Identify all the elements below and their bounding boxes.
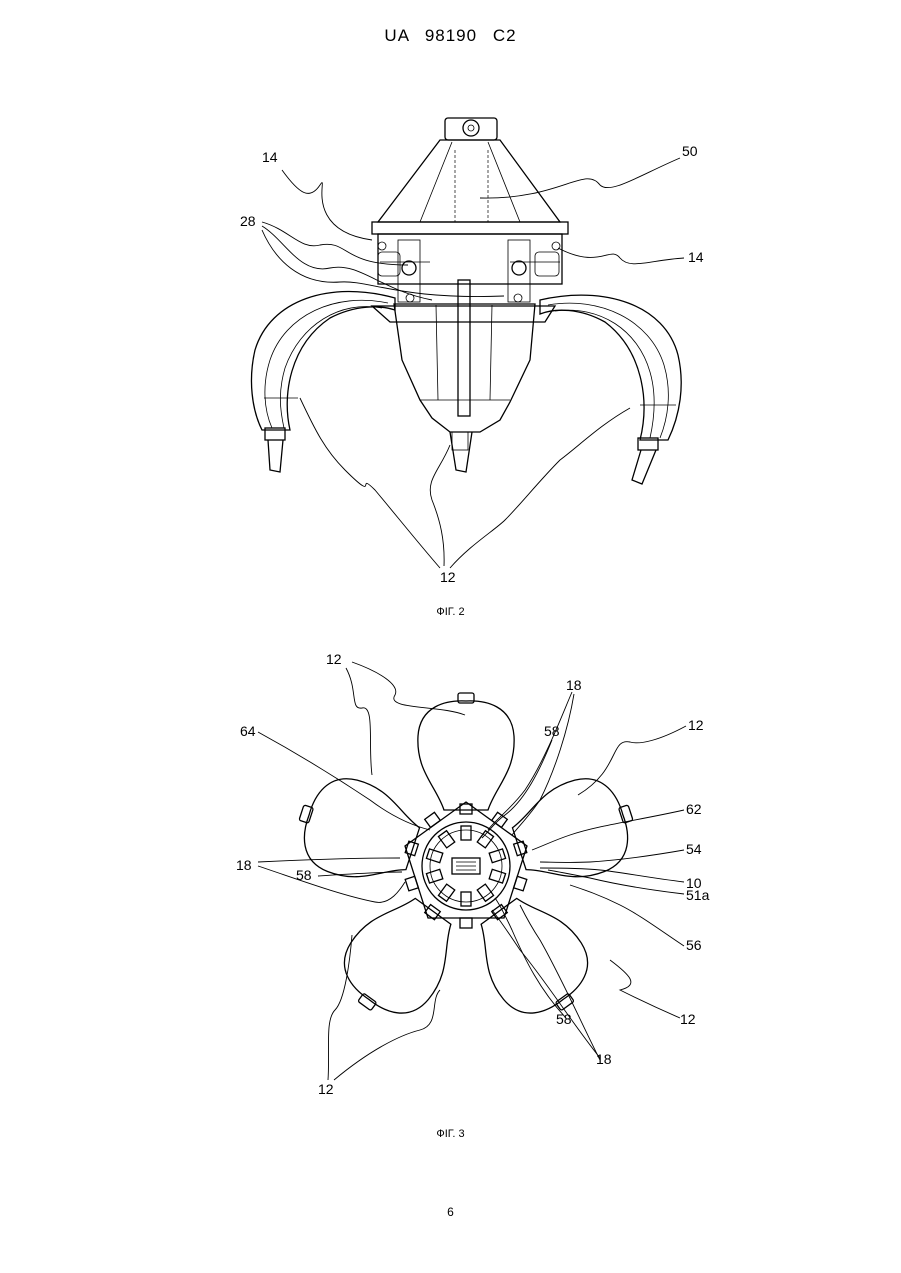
- label-62: 62: [686, 801, 702, 817]
- leader-12-right: [578, 726, 686, 795]
- label-18-left: 18: [236, 857, 252, 873]
- leader-12-b: [430, 445, 450, 566]
- leader-28-b: [262, 226, 432, 300]
- figure-3-caption: ФІГ. 3: [0, 1128, 901, 1140]
- figure-3-drawing: 12 18 58 12 64 62 54 18 58 10 51a 56 12 …: [0, 640, 901, 1120]
- page-number: 6: [0, 1205, 901, 1219]
- label-64: 64: [240, 723, 256, 739]
- leader-50: [480, 158, 680, 198]
- leader-51a: [548, 870, 684, 894]
- label-58-left: 58: [296, 867, 312, 883]
- leader-54: [540, 850, 684, 862]
- figure-2-drawing: 14 50 28 14 12: [0, 100, 901, 600]
- leader-18-left-a: [258, 858, 400, 862]
- label-51a: 51a: [686, 887, 710, 903]
- hub-assembly-10: [405, 802, 527, 918]
- label-12: 12: [440, 569, 456, 585]
- leader-18-bottom-a: [492, 910, 600, 1058]
- right-tine-12: [540, 295, 681, 484]
- leader-64: [258, 732, 430, 830]
- leader-18-top-b: [512, 694, 574, 835]
- upper-frame-50: [372, 140, 568, 234]
- label-12-lower-right: 12: [680, 1011, 696, 1027]
- leader-12-top: [352, 662, 465, 715]
- label-54: 54: [686, 841, 702, 857]
- label-18-top: 18: [566, 677, 582, 693]
- leader-62: [532, 810, 684, 850]
- label-56: 56: [686, 937, 702, 953]
- left-tine-12: [251, 291, 395, 472]
- leader-14-right: [558, 248, 684, 264]
- suspension-eye: [445, 118, 497, 140]
- central-body: [372, 280, 555, 472]
- label-58-top: 58: [544, 723, 560, 739]
- leader-12-bottom-a: [328, 935, 352, 1080]
- leader-58-bottom: [495, 898, 566, 1018]
- label-12-top: 12: [326, 651, 342, 667]
- leader-12-lowerright: [610, 960, 680, 1018]
- leader-56: [570, 885, 684, 946]
- leader-28-a: [262, 222, 408, 265]
- label-14-right: 14: [688, 249, 704, 265]
- leader-12-a: [300, 398, 440, 568]
- label-28: 28: [240, 213, 256, 229]
- leader-18-bottom-b: [520, 905, 600, 1060]
- leader-12-topleft: [346, 668, 372, 775]
- document-number: UA 98190 C2: [0, 26, 901, 46]
- leader-14-left: [282, 170, 372, 240]
- label-14-left: 14: [262, 149, 278, 165]
- label-18-bottom: 18: [596, 1051, 612, 1067]
- leader-18-top-a: [488, 692, 572, 830]
- label-58-bottom: 58: [556, 1011, 572, 1027]
- figure-2-caption: ФІГ. 2: [0, 606, 901, 618]
- leader-18-left-b: [258, 866, 405, 902]
- tine-petals-12: [287, 693, 646, 1034]
- label-50: 50: [682, 143, 698, 159]
- label-12-right: 12: [688, 717, 704, 733]
- label-12-bottom: 12: [318, 1081, 334, 1097]
